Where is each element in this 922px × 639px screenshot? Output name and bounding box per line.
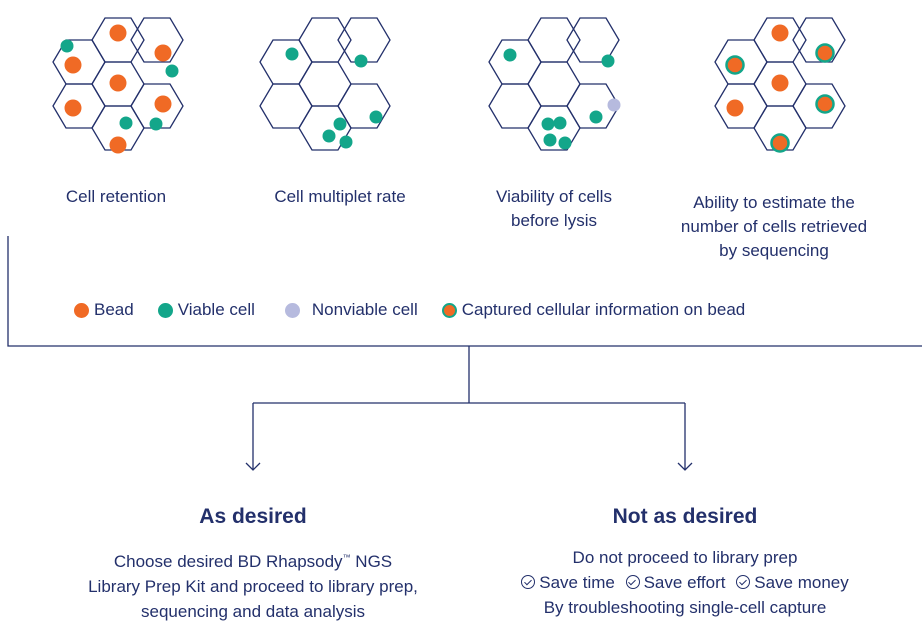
hex-panels bbox=[52, 17, 846, 151]
not-desired-description: Do not proceed to library prep Save time… bbox=[515, 545, 855, 620]
desired-title: As desired bbox=[199, 505, 307, 528]
hex-bottom bbox=[91, 105, 145, 151]
benefit-item: Save time bbox=[521, 573, 615, 592]
trademark-sup: ™ bbox=[342, 553, 351, 562]
not-desired-title: Not as desired bbox=[612, 505, 758, 528]
check-circle-icon bbox=[521, 575, 536, 589]
hex-bottom bbox=[298, 105, 352, 151]
not-desired-line-3: By troubleshooting single-cell capture bbox=[543, 598, 827, 617]
viable-cell-dot-icon bbox=[157, 302, 173, 318]
captured-bead-dot bbox=[770, 133, 790, 153]
captured-dot-icon bbox=[441, 302, 457, 318]
hex-right-top bbox=[130, 17, 184, 63]
viable-cell-dot bbox=[541, 117, 555, 131]
hex-bottom bbox=[527, 105, 581, 151]
hex-left-top bbox=[488, 39, 542, 85]
check-circle-icon bbox=[736, 575, 751, 589]
captured-bead-dot bbox=[815, 43, 835, 63]
bracket-line bbox=[7, 236, 922, 347]
nonviable-cell-dot-icon bbox=[284, 302, 300, 318]
hex-center bbox=[298, 61, 352, 107]
viable-cell-dot bbox=[333, 117, 347, 131]
viable-cell-dot bbox=[558, 136, 572, 150]
viable-cell-dot bbox=[503, 48, 517, 62]
panel-multiplet-rate bbox=[259, 17, 391, 151]
viable-cell-dot bbox=[60, 39, 74, 53]
caption-cell-estimate: Ability to estimate the number of cells … bbox=[680, 193, 868, 260]
benefit-item: Save effort bbox=[625, 573, 726, 592]
legend-label: Bead bbox=[94, 300, 134, 319]
hex-bottom bbox=[753, 105, 807, 151]
caption-viability: Viability of cells before lysis bbox=[496, 187, 612, 230]
panel-viability bbox=[488, 17, 620, 151]
legend-label: Viable cell bbox=[177, 300, 255, 319]
panel-cell-estimate bbox=[714, 17, 846, 151]
viable-cell-dot bbox=[339, 135, 353, 149]
hex-top bbox=[298, 17, 352, 63]
hex-right-top bbox=[792, 17, 846, 63]
viable-cell-dot bbox=[119, 116, 133, 130]
benefit-list: Save time Save effort Save money bbox=[515, 570, 855, 595]
legend-label: Captured cellular information on bead bbox=[461, 300, 746, 319]
right-arrowhead bbox=[677, 462, 693, 471]
legend-item-nonviable-cell: Nonviable cell bbox=[284, 300, 418, 320]
viable-cell-dot bbox=[553, 116, 567, 130]
not-desired-line-1: Do not proceed to library prep bbox=[572, 548, 798, 567]
legend: Bead Viable cell Nonviable cell Captured… bbox=[74, 300, 769, 320]
hex-left-bottom bbox=[488, 83, 542, 129]
desired-description: Choose desired BD Rhapsody™ NGS Library … bbox=[88, 552, 418, 621]
hex-top bbox=[527, 17, 581, 63]
bead-dot bbox=[64, 99, 82, 117]
bead-dot bbox=[109, 24, 127, 42]
left-arrowhead bbox=[245, 462, 261, 471]
dots bbox=[60, 24, 835, 154]
viable-cell-dot bbox=[354, 54, 368, 68]
bead-dot bbox=[771, 74, 789, 92]
bead-dot bbox=[154, 44, 172, 62]
viable-cell-dot bbox=[589, 110, 603, 124]
viable-cell-dot bbox=[165, 64, 179, 78]
hex-right-top bbox=[566, 17, 620, 63]
viable-cell-dot bbox=[369, 110, 383, 124]
panel-cell-retention bbox=[52, 17, 184, 151]
bead-dot bbox=[109, 74, 127, 92]
hex-left-bottom bbox=[259, 83, 313, 129]
hex-right-top bbox=[337, 17, 391, 63]
viable-cell-dot bbox=[543, 133, 557, 147]
captured-bead-dot bbox=[725, 55, 745, 75]
caption-cell-retention: Cell retention bbox=[65, 187, 167, 206]
bead-dot bbox=[64, 56, 82, 74]
caption-multiplet-rate: Cell multiplet rate bbox=[274, 187, 406, 206]
hex-center bbox=[527, 61, 581, 107]
viable-cell-dot bbox=[285, 47, 299, 61]
nonviable-cell-dot bbox=[607, 98, 621, 112]
legend-label: Nonviable cell bbox=[311, 300, 418, 319]
legend-item-viable-cell: Viable cell bbox=[157, 300, 255, 320]
legend-item-captured: Captured cellular information on bead bbox=[441, 300, 746, 320]
bead-dot bbox=[771, 24, 789, 42]
viable-cell-dot bbox=[322, 129, 336, 143]
bead-dot-icon bbox=[74, 302, 89, 318]
benefit-item: Save money bbox=[736, 573, 849, 592]
captured-bead-dot bbox=[815, 94, 835, 114]
bead-dot bbox=[154, 95, 172, 113]
bead-dot bbox=[109, 136, 127, 154]
flow-connectors bbox=[7, 236, 922, 471]
check-circle-icon bbox=[625, 575, 640, 589]
viable-cell-dot bbox=[149, 117, 163, 131]
viable-cell-dot bbox=[601, 54, 615, 68]
hex-left-top bbox=[259, 39, 313, 85]
bead-dot bbox=[726, 99, 744, 117]
legend-item-bead: Bead bbox=[74, 300, 134, 320]
